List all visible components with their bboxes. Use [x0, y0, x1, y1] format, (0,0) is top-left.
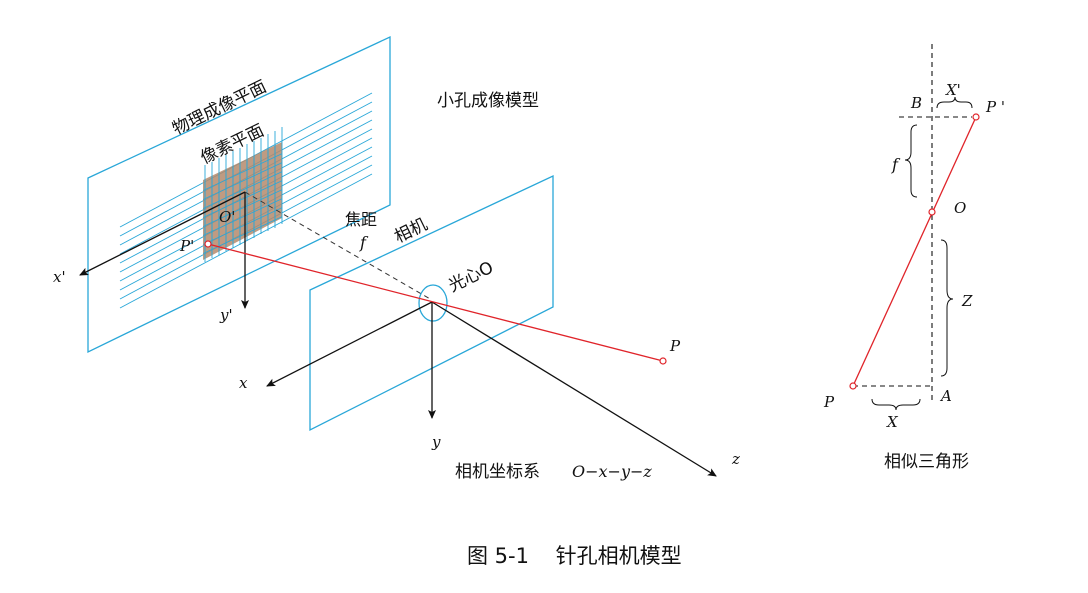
camera-axis-y-label: y — [431, 433, 441, 451]
label-B: B — [910, 94, 922, 112]
triangle-P-marker — [849, 382, 857, 390]
camera-frame-symbol: O−x−y−z — [572, 462, 652, 481]
brace-X — [871, 398, 921, 411]
label-X: X — [886, 413, 899, 431]
pixel-sensor — [203, 142, 282, 260]
brace-f — [904, 124, 918, 198]
camera-axis-z — [431, 301, 717, 477]
world-point-label: P — [669, 337, 681, 355]
physical-imaging-plane — [87, 35, 391, 354]
image-axis-y-label: y' — [219, 306, 233, 324]
similar-triangles-title: 相似三角形 — [884, 452, 969, 472]
similar-triangles-view: B X' P ' f O Z P A X 相似三角形 — [823, 44, 1005, 472]
label-f: f — [891, 155, 901, 174]
camera-axis-z-label: z — [731, 450, 740, 468]
pinhole-title: 小孔成像模型 — [437, 91, 539, 111]
triangle-ray — [852, 116, 977, 387]
pinhole-view: 小孔成像模型 物理成像平面 像素平面 O' P' 焦距 f 相机 光心O P x… — [53, 35, 740, 482]
triangle-O-marker — [928, 208, 936, 216]
image-axis-x-label: x' — [53, 268, 66, 286]
label-Xprime: X' — [945, 81, 961, 99]
camera-frame-prefix: 相机坐标系 — [455, 462, 540, 482]
camera-axis-x — [266, 301, 433, 387]
label-Z: Z — [961, 292, 973, 310]
triangle-Pprime-marker — [972, 113, 980, 121]
camera-plane — [309, 174, 554, 432]
image-axis-x — [79, 191, 246, 276]
figure-caption: 图 5-1 针孔相机模型 — [467, 544, 682, 568]
optical-center-label: 光心O — [445, 258, 496, 297]
focal-symbol: f — [359, 233, 369, 252]
label-P: P — [823, 393, 835, 411]
brace-Xprime — [936, 96, 973, 109]
principal-point-label: O' — [219, 208, 235, 226]
camera-axis-x-label: x — [239, 374, 248, 392]
projection-ray — [207, 243, 664, 362]
image-point-marker — [204, 240, 212, 248]
optical-center-marker — [418, 284, 448, 322]
image-point-label: P' — [179, 237, 194, 255]
label-A: A — [939, 387, 952, 405]
world-point-marker — [659, 357, 667, 365]
label-O: O — [954, 199, 966, 217]
brace-Z — [940, 239, 954, 377]
focal-label: 焦距 — [345, 210, 377, 229]
label-Pprime: P ' — [985, 98, 1005, 116]
